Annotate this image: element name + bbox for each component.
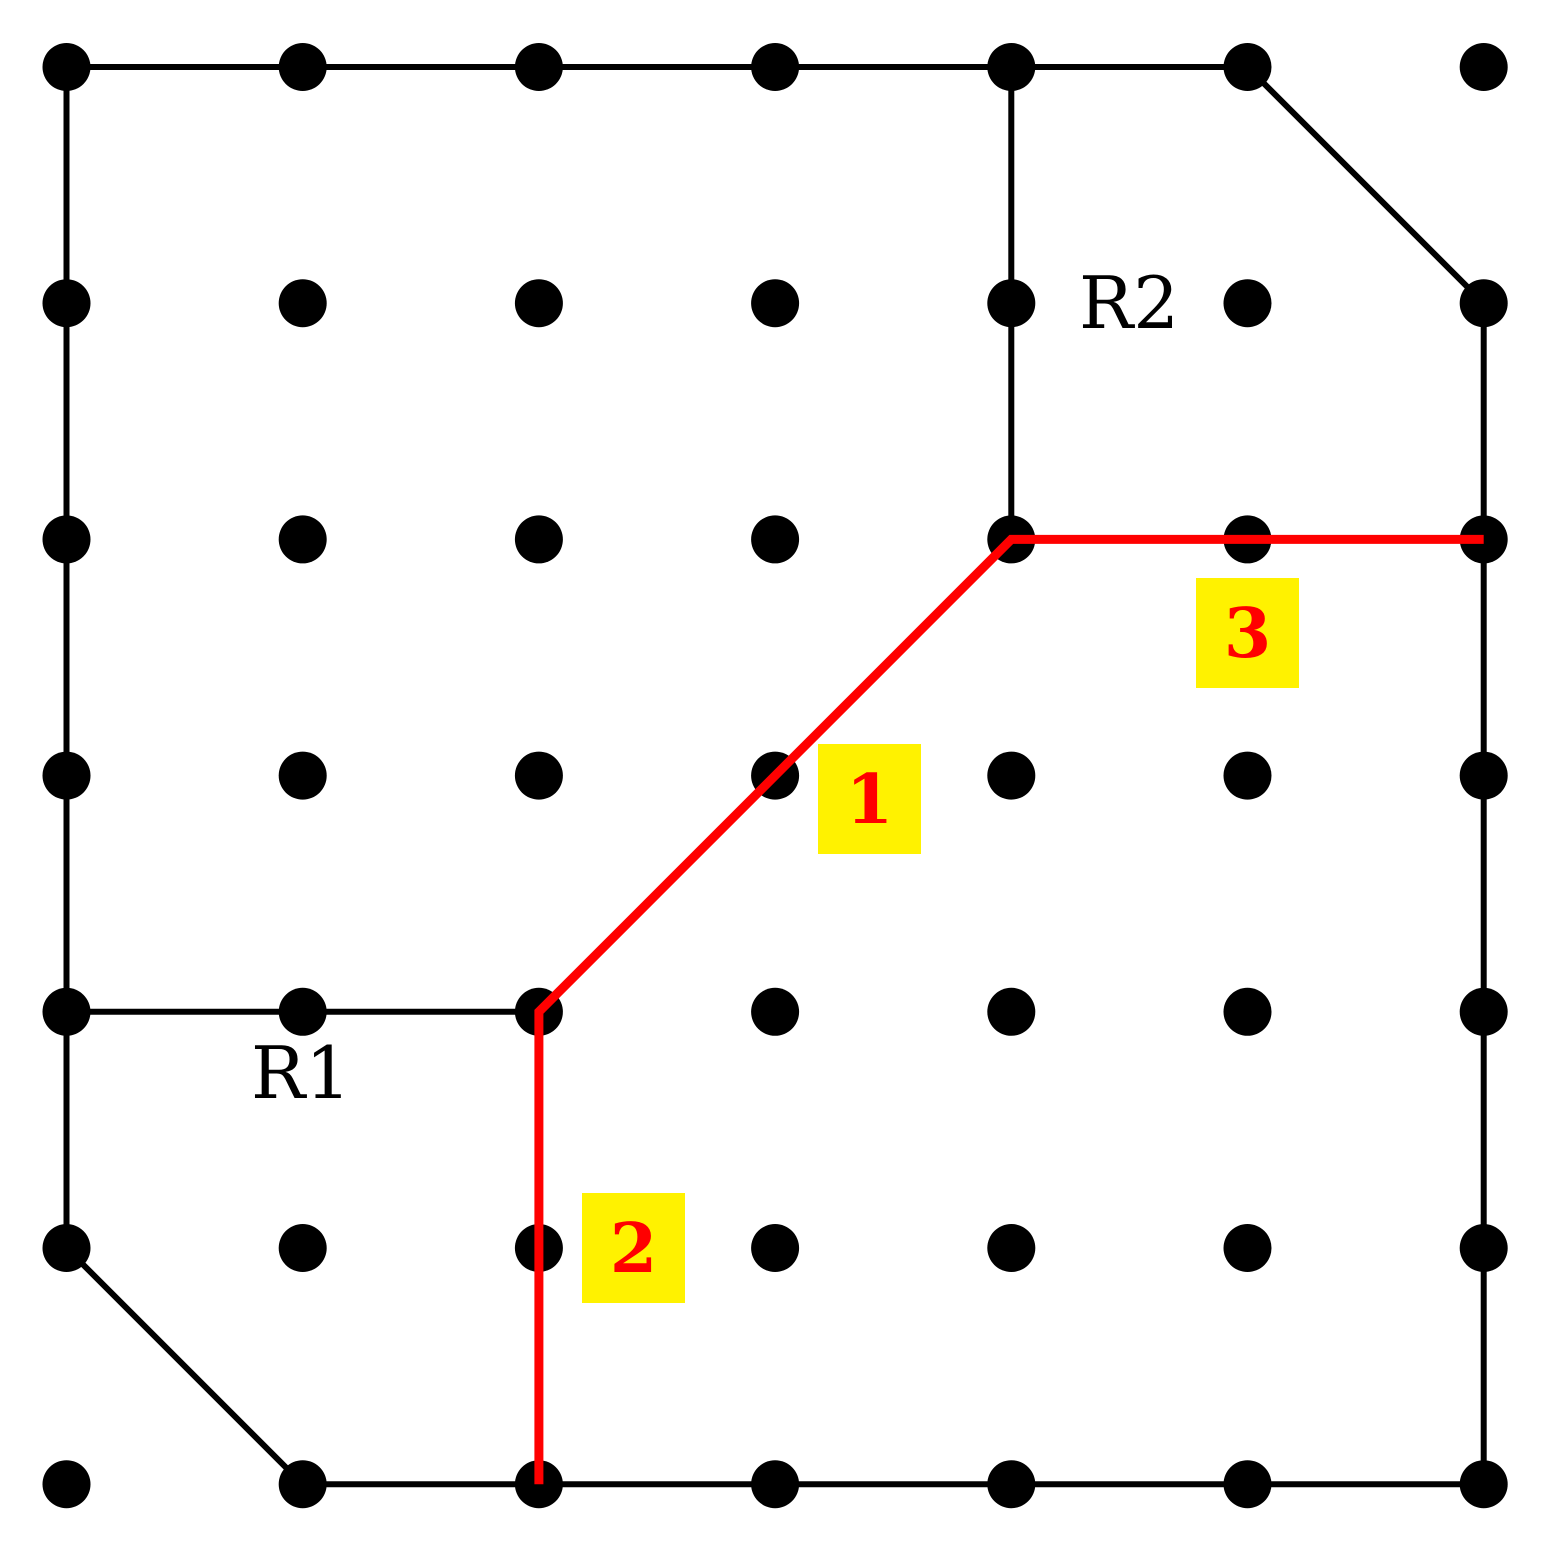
grid-dot [278,279,327,328]
grid-dot [1459,43,1508,91]
grid-dot [751,1460,800,1509]
segment-label-3-box [1196,578,1299,688]
grid-dot [1223,1224,1272,1272]
segment-label-1-text: 1 [846,760,893,840]
grid-dot [1223,987,1272,1036]
grid-dot [278,43,327,91]
grid-dot [1223,279,1272,328]
grid-dot [514,279,563,328]
grid-dot [987,43,1036,91]
grid-dot [514,751,563,800]
grid-dot [42,43,91,91]
grid-dot [1223,1460,1272,1509]
grid-dot [42,279,91,328]
grid-dot [751,43,800,91]
grid-dot [42,1224,91,1272]
grid-dot [1459,279,1508,328]
grid-dot [987,1460,1036,1509]
grid-dot [1459,1460,1508,1509]
grid-dot [1459,1224,1508,1272]
grid-dot [1459,987,1508,1036]
grid-dot [987,1224,1036,1272]
grid-dot [751,1224,800,1272]
grid-dot [42,987,91,1036]
grid-dot [278,751,327,800]
grid-dot [514,515,563,564]
grid-dot [1223,43,1272,91]
segment-label-3: 3 [1196,578,1299,688]
grid-dot [987,279,1036,328]
region-label-r2: R2 [1079,261,1179,345]
grid-dot [514,43,563,91]
grid-dot [1223,751,1272,800]
region-label-r1: R1 [251,1031,351,1115]
grid-dot [751,515,800,564]
grid-dot [751,279,800,328]
segment-label-2: 2 [582,1193,685,1303]
grid-dot [278,515,327,564]
segment-label-1-box [818,744,921,854]
grid-dot [751,987,800,1036]
grid-dot [987,987,1036,1036]
segment-label-3-text: 3 [1224,594,1271,674]
cut-path [534,534,1484,1485]
segment-label-1: 1 [818,744,921,854]
grid-dot [1459,751,1508,800]
grid-dot [42,515,91,564]
grid-dot [42,751,91,800]
grid-dot [278,1460,327,1509]
segment-label-2-text: 2 [610,1209,657,1289]
grid-dot [278,987,327,1036]
cut-path-line [534,534,1484,1485]
grid-dot [42,1460,91,1509]
grid-dot [278,1224,327,1272]
segment-label-2-box [582,1193,685,1303]
grid-dot [987,751,1036,800]
